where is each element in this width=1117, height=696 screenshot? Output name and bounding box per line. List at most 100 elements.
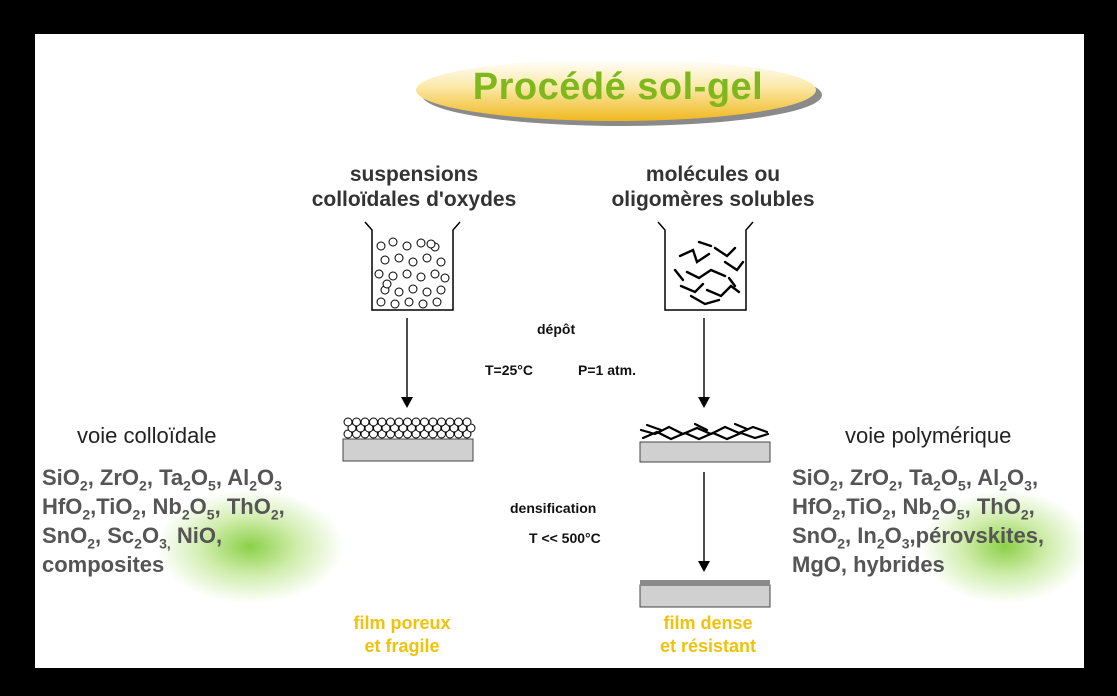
colloid-particle [422,287,432,297]
arrow-deposit-right [698,318,710,408]
film-particle [403,417,412,427]
film-particle [445,417,455,427]
colloid-particle [394,253,404,263]
colloidal-glow [155,489,345,604]
colloid-particle [374,269,384,279]
polymeric-glow [920,489,1084,604]
colloid-particle [416,238,426,248]
diagram-canvas: Procédé sol-gel suspensions colloïdales … [35,34,1084,668]
polymeric-route-title: voie polymérique [845,423,1012,448]
oxide-subscript: 2 [79,477,88,494]
oxide-subscript: 2 [132,506,141,523]
oxide-text: SiO [42,465,80,490]
dense-film-label: film dense et résistant [633,612,783,658]
oxide-text: , [1031,465,1039,490]
source-label-polymeric-line2: oligomères solubles [611,188,815,211]
densification-temperature: T << 500°C [529,530,601,546]
oxide-subscript: 5 [206,506,215,523]
polymeric-molecules [673,240,745,306]
source-label-polymeric: molécules ou oligomères solubles [588,162,838,212]
oxide-line: HfO2,TiO2, Nb2O5, ThO2, [792,492,1044,521]
oxide-text: , Ta [896,465,934,490]
oxide-text: O [257,465,275,490]
oxide-subscript: 2 [837,535,846,552]
oxide-text: ,pérovskites, [909,523,1045,548]
oxide-subscript: 2 [139,477,147,494]
oxide-text: HfO [42,494,83,519]
densification-label: densification [510,500,597,516]
oxide-line: SnO2, Sc2O3, NiO, [42,521,285,550]
oxide-text: , Nb [140,494,182,519]
oxide-subscript: 5 [956,506,965,523]
deposit-temperature: T=25°C [485,362,534,378]
oxide-subscript: 2 [1020,506,1029,523]
colloid-particle [418,299,428,309]
oxide-text: , [278,494,285,519]
title-ellipse [416,59,822,126]
colloid-particle [416,272,426,282]
oxide-text: MgO, hybrides [792,552,945,577]
colloid-particle [388,271,398,281]
colloid-particle [408,284,418,294]
oxide-text: , [1028,494,1035,519]
porous-film-particles [343,417,476,439]
oxide-text: , In [845,523,877,548]
oxide-line: HfO2,TiO2, Nb2O5, ThO2, [42,492,285,521]
oxide-subscript: 2 [183,477,191,494]
film-particle [454,417,463,427]
film-particle [420,417,429,427]
oxide-text: , ZrO [87,465,140,490]
colloid-particle [426,239,436,249]
colloid-particle [440,273,450,283]
oxide-text: SnO [792,523,838,548]
oxide-text: ,TiO [90,494,133,519]
oxide-text: , Ta [146,465,184,490]
oxide-text: O [884,523,902,548]
source-label-colloidal: suspensions colloïdales d'oxydes [289,162,539,212]
oxide-text: O [189,494,207,519]
polymeric-beaker [657,221,754,311]
film-particle [386,417,395,427]
colloid-particle [436,257,446,267]
colloid-particle [394,287,404,297]
colloid-particle [376,297,386,307]
oxide-text: SnO [42,523,88,548]
polymeric-film [639,422,771,463]
colloid-particle [422,253,432,263]
oxide-text: , Sc [95,523,135,548]
oxide-line: SiO2, ZrO2, Ta2O5, Al2O3 [42,463,285,492]
porous-film-label-line1: film poreux [353,613,451,633]
colloid-particle [436,285,446,295]
oxide-text: , ZrO [837,465,890,490]
film-particle [343,417,353,427]
colloid-particle [404,297,414,307]
oxide-text: composites [42,552,165,577]
oxide-subscript: 3 [1024,477,1032,494]
film-particle [437,417,446,427]
colloid-particle [390,299,400,309]
colloid-particle [430,269,440,279]
process-drawing [342,221,771,608]
porous-film-label: film poreux et fragile [347,612,457,658]
oxide-subscript: 2 [882,506,891,523]
oxide-subscript: 3 [901,535,910,552]
oxide-text: O [141,523,160,548]
oxide-subscript: 2 [832,506,841,523]
source-label-colloidal-line2: colloïdales d'oxydes [311,188,517,211]
deposit-pressure: P=1 atm. [578,362,636,378]
oxide-subscript: 2 [931,506,940,523]
colloidal-beaker [364,221,461,311]
colloidal-route-title: voie colloïdale [77,423,217,448]
film-particle [394,417,404,427]
dense-film [639,580,771,608]
oxide-subscript: 5 [208,477,216,494]
oxide-subscript: 5 [958,477,966,494]
oxide-line: composites [42,550,285,579]
oxide-text: , Nb [890,494,932,519]
colloid-particle [402,269,412,279]
colloid-particle [376,241,386,251]
oxide-subscript: 2 [134,535,142,552]
oxide-subscript: 2 [249,477,258,494]
oxide-subscript: 2 [999,477,1008,494]
colloid-particle [388,237,398,247]
